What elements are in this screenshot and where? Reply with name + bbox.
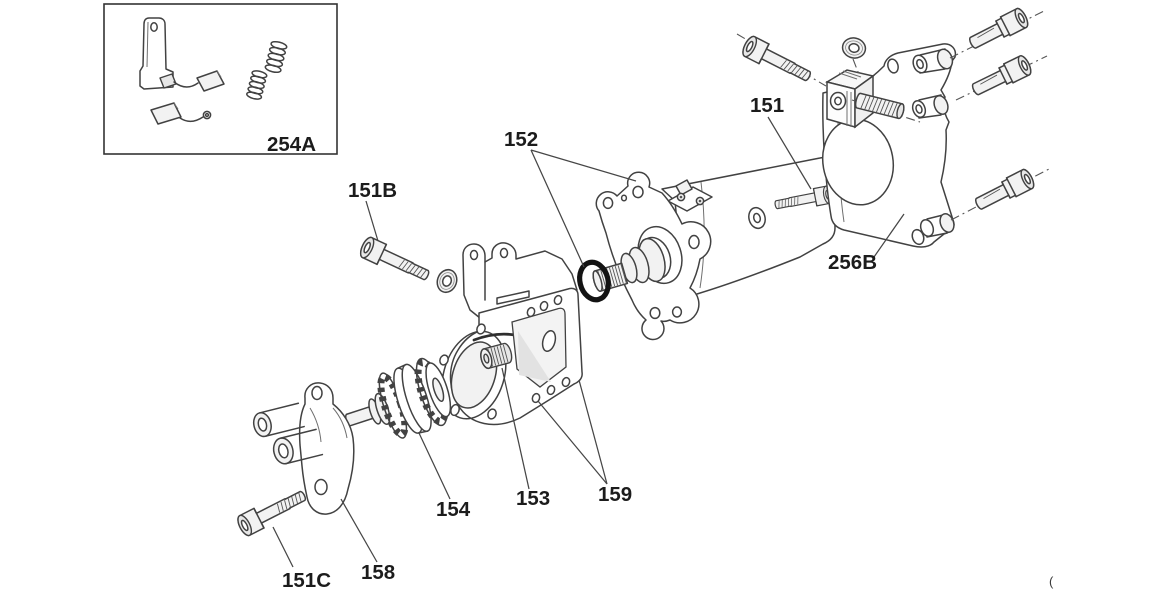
- leader-152-a: [530, 149, 585, 268]
- terminal-drawing: [667, 179, 713, 212]
- pinion-gear-drawing: [345, 357, 452, 439]
- leader-153: [501, 367, 530, 490]
- mount-bolt-drawing-2: [968, 53, 1034, 101]
- part-label-158: 158: [361, 561, 395, 584]
- part-label-152: 152: [504, 128, 538, 151]
- clamp-stud-drawing: [854, 92, 905, 120]
- leader-lines: [272, 116, 905, 568]
- part-label-151: 151: [750, 94, 784, 117]
- leader-256b: [873, 213, 905, 258]
- leader-158: [340, 498, 378, 563]
- centerline-washer: [852, 58, 861, 78]
- leader-159-b: [578, 379, 608, 485]
- part-labels: 254A 151B 152 151 256B 154 153 159 158 1…: [267, 94, 877, 592]
- part-label-151b: 151B: [348, 179, 397, 202]
- edge-artifact-mark: (: [1049, 574, 1054, 589]
- inset-box-254a: [103, 3, 338, 155]
- mount-bolts-right: [949, 5, 1050, 221]
- mount-bolt-drawing-3: [971, 166, 1037, 215]
- leader-159-a: [537, 400, 608, 485]
- clamp-block-drawing: [825, 69, 921, 129]
- part-label-254a: 254A: [267, 133, 316, 156]
- part-label-151c: 151C: [282, 569, 331, 592]
- roller-bearing-drawing: [480, 342, 513, 370]
- bolt-151b-drawing: [357, 234, 434, 287]
- flange-rim: [441, 330, 507, 420]
- centerline-stud: [851, 99, 921, 123]
- mount-bracket-256b-drawing: [736, 33, 957, 248]
- brush-spring-drawing-1: [264, 40, 288, 74]
- centerline-bolt-1: [949, 9, 1047, 59]
- bolt-151c-drawing: [234, 484, 310, 539]
- leader-151: [767, 116, 812, 190]
- clamp-bolt-drawing: [739, 33, 815, 88]
- leader-151b: [365, 200, 379, 242]
- washer-151b-drawing: [436, 268, 458, 294]
- gear-case-plate-drawing: [439, 287, 583, 426]
- brush-holder-drawing: [139, 17, 225, 125]
- part-label-256b: 256B: [828, 251, 877, 274]
- brush-spring-drawing-2: [246, 70, 268, 100]
- end-bracket-drawing: [252, 382, 355, 515]
- part-label-159: 159: [598, 483, 632, 506]
- mount-bolt-drawing-1: [965, 5, 1031, 54]
- starter-motor-drawing: [592, 156, 836, 341]
- brush-block-lower: [150, 102, 182, 125]
- o-ring-drawing: [577, 259, 611, 303]
- leader-154: [418, 432, 451, 500]
- part-label-153: 153: [516, 487, 550, 510]
- brush-block-upper: [196, 70, 225, 92]
- part-label-154: 154: [436, 498, 471, 521]
- centerline-bolt-2: [955, 55, 1048, 101]
- washer-top-drawing: [841, 37, 867, 59]
- shaft-drawing: [592, 237, 666, 292]
- leader-152-b: [530, 149, 637, 182]
- leader-151c: [272, 526, 294, 568]
- bracket-bosses: [887, 48, 955, 246]
